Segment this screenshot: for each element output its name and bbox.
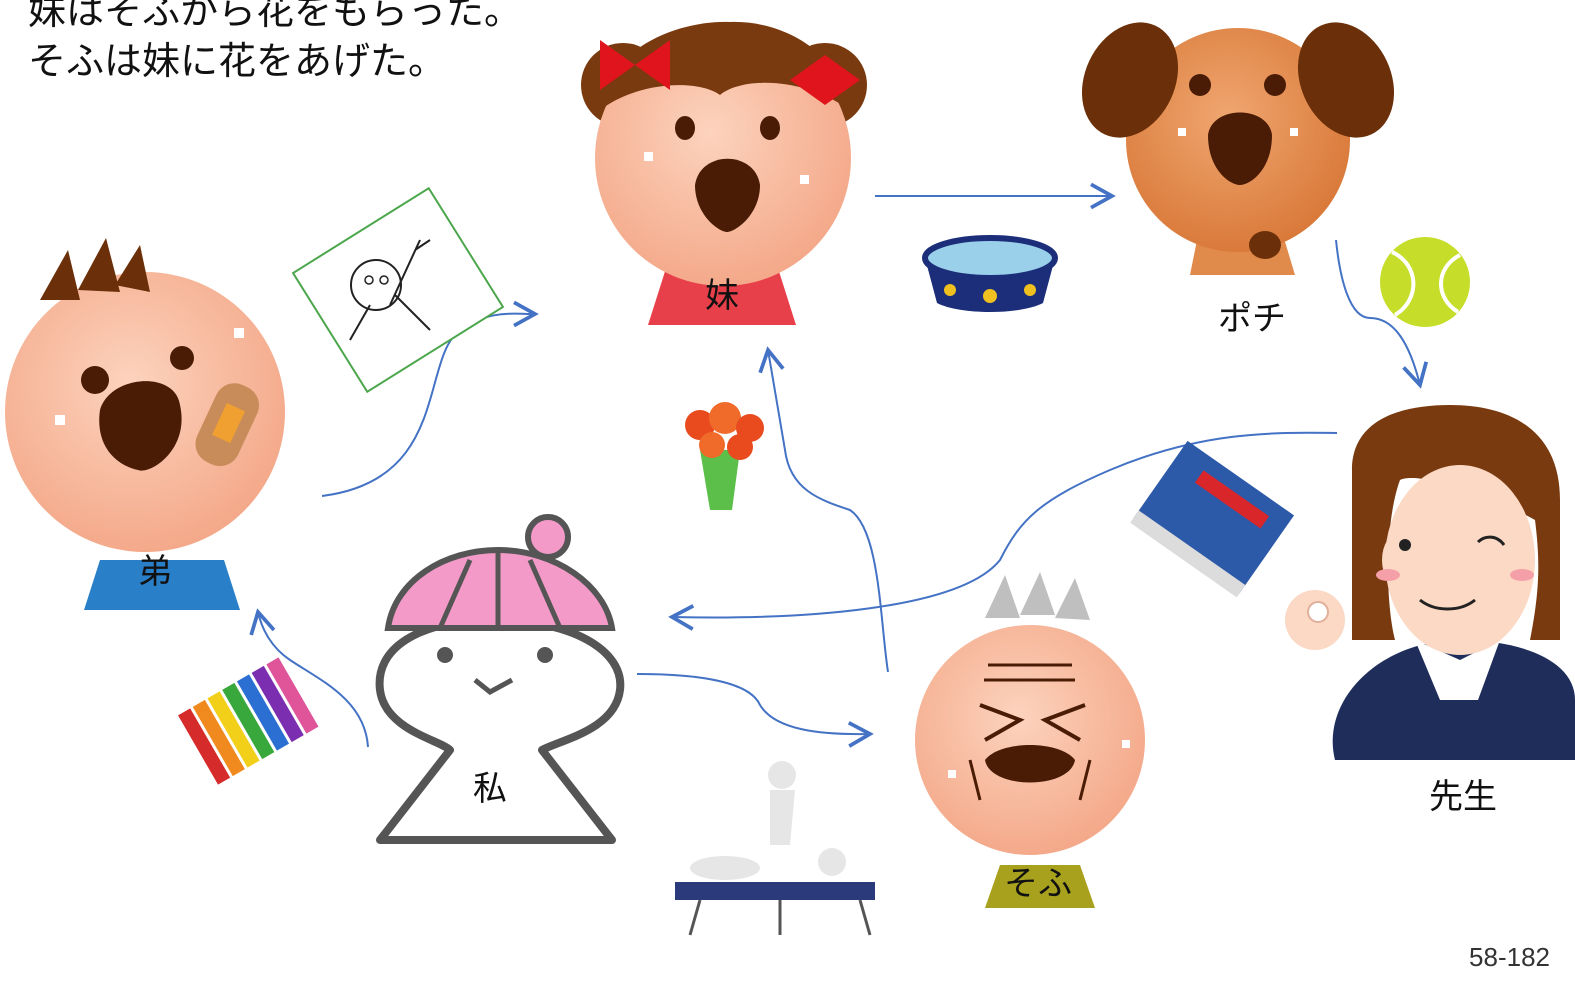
- dog-bowl-icon: [922, 235, 1058, 312]
- label-watashi: 私: [473, 769, 507, 809]
- label-sofu: そふ: [1004, 864, 1072, 904]
- header-line-2: そふは妹に花をあげた。: [28, 39, 447, 83]
- textbook-icon: [1130, 440, 1295, 598]
- label-imouto: 妹: [705, 276, 739, 316]
- page-number: 58-182: [1469, 942, 1550, 972]
- tennis-ball-icon: [1380, 237, 1470, 327]
- flower-bouquet-icon: [685, 402, 764, 510]
- character-otouto: 弟: [5, 238, 285, 610]
- arrow-sofu-to-imouto: [758, 346, 889, 673]
- header-text: 妹はそふから花をもらった。 そふは妹に花をあげた。: [28, 0, 522, 86]
- drawing-card-icon: [291, 186, 505, 394]
- arrow-sensei-to-watashi: [668, 431, 1338, 631]
- arrow-watashi-to-sofu: [636, 673, 874, 748]
- header-line-1: 妹はそふから花をもらった。: [28, 0, 523, 33]
- arrow-otouto-to-imouto: [321, 300, 539, 497]
- label-otouto: 弟: [138, 552, 172, 592]
- character-pochi: ポチ: [1081, 22, 1395, 339]
- character-sensei: 先生: [1285, 405, 1575, 817]
- arrow-pochi-to-sensei: [1335, 239, 1429, 389]
- label-sensei: 先生: [1429, 777, 1497, 817]
- character-imouto: 妹: [581, 21, 867, 325]
- arrow-watashi-to-otouto: [249, 608, 369, 748]
- character-sofu: そふ: [915, 572, 1145, 908]
- arrows: [249, 182, 1429, 748]
- character-watashi: 私: [375, 514, 625, 844]
- crayons-icon: [178, 657, 319, 785]
- label-pochi: ポチ: [1218, 299, 1286, 339]
- massage-icon: [675, 761, 875, 936]
